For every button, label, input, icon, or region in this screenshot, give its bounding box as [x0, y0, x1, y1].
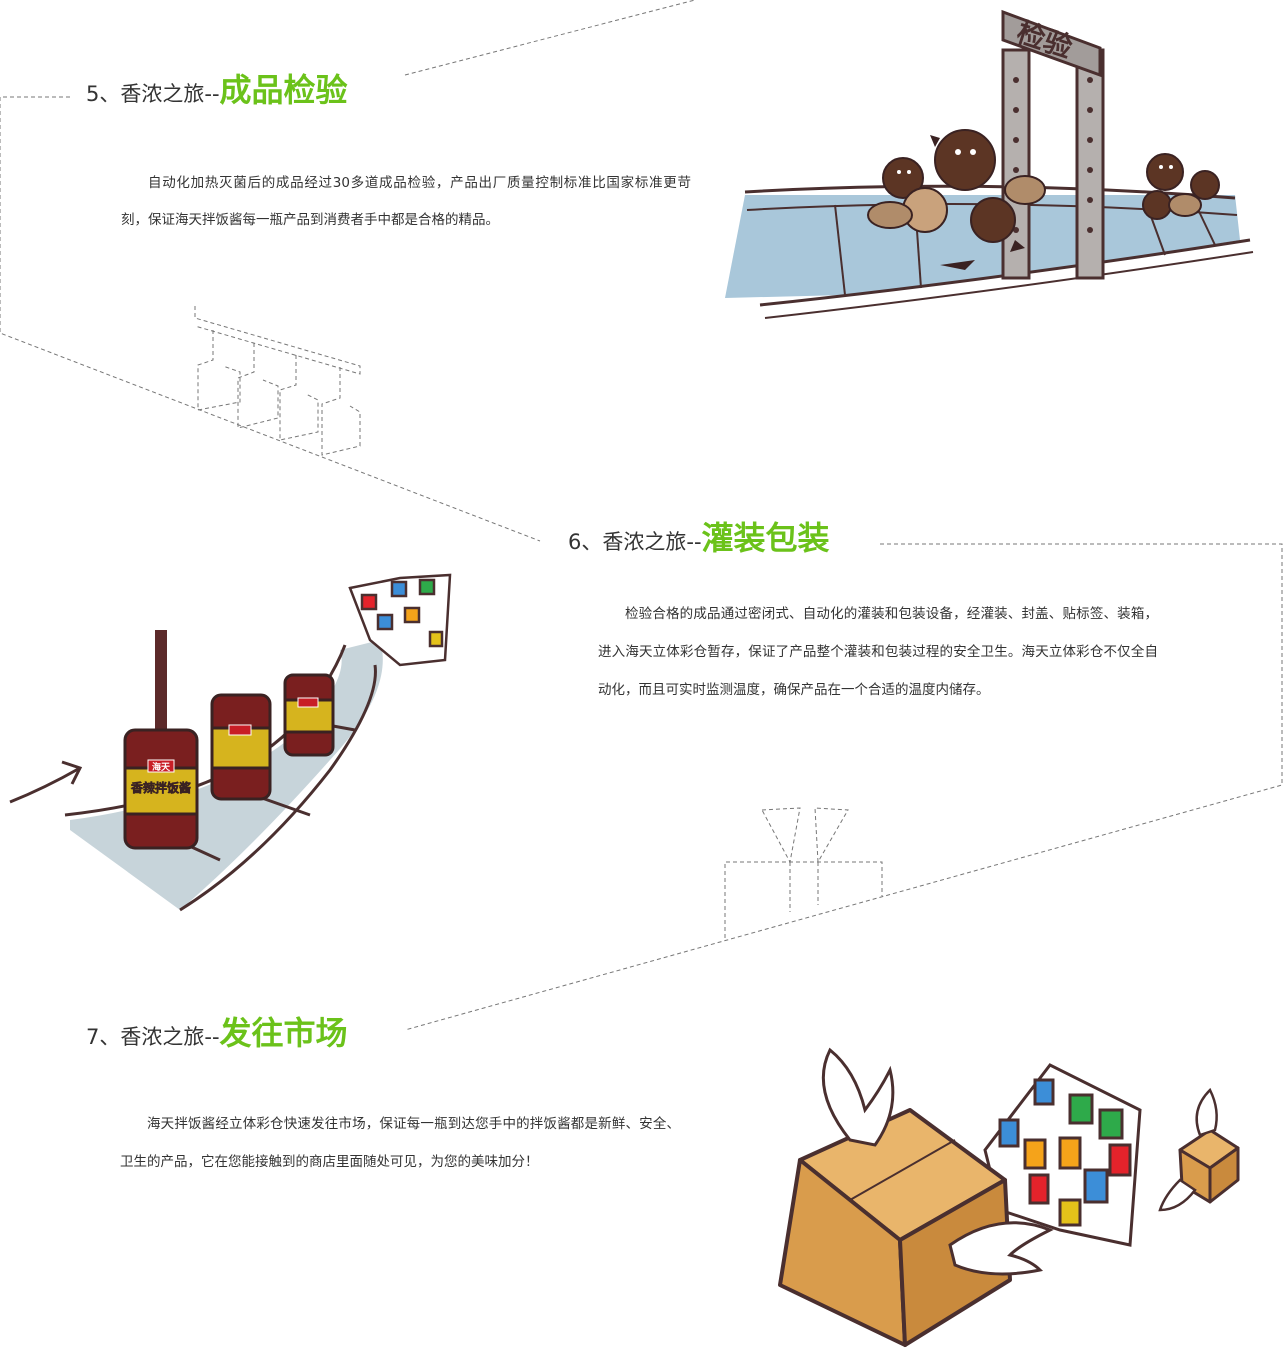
section-description: 海天拌饭酱经立体彩仓快速发往市场，保证每一瓶到达您手中的拌饭酱都是新鲜、安全、卫… — [120, 1116, 680, 1170]
section-number-prefix: 6、香浓之旅-- — [568, 530, 702, 554]
section-number-prefix: 7、香浓之旅-- — [86, 1025, 220, 1049]
sauce-jars-conveyor-illustration: 海天 香辣拌饭酱 — [9, 573, 452, 912]
section-heading-market: 7、香浓之旅--发往市场 — [86, 1017, 348, 1049]
section-description: 自动化加热灭菌后的成品经过30多道成品检验，产品出厂质量控制标准比国家标准更苛刻… — [121, 175, 691, 228]
section-heading-packaging: 6、香浓之旅--灌装包装 — [568, 522, 830, 554]
section-heading-inspection: 5、香浓之旅--成品检验 — [86, 74, 348, 106]
section-title: 成品检验 — [219, 71, 348, 109]
jar-badge-text: 海天 — [152, 761, 171, 773]
jar-label-text: 香辣拌饭酱 — [130, 780, 191, 795]
inspection-gate-illustration: 检验 — [725, 9, 1254, 319]
section-description: 检验合格的成品通过密闭式、自动化的灌装和包装设备，经灌装、封盖、贴标签、装箱，进… — [598, 606, 1158, 698]
section-title: 发往市场 — [219, 1014, 348, 1052]
winged-boxes-illustration — [778, 1047, 1240, 1347]
section-title: 灌装包装 — [701, 519, 830, 557]
section-number-prefix: 5、香浓之旅-- — [86, 82, 220, 106]
